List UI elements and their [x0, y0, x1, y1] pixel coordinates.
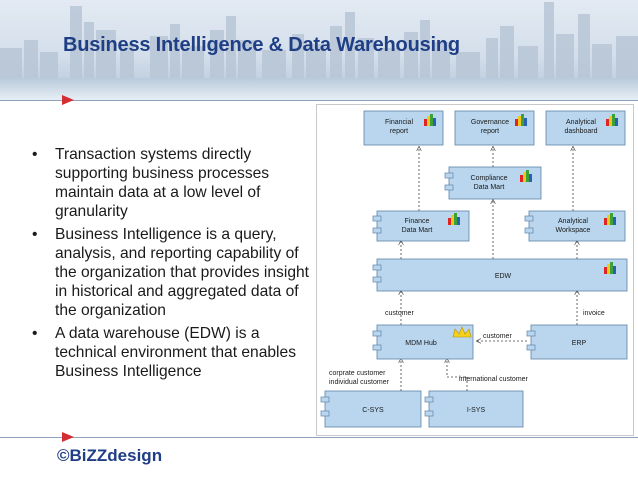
bar-chart-icon: [515, 114, 527, 126]
governance-report-node: Governance report: [454, 110, 535, 146]
bullet-item: • A data warehouse (EDW) is a technical …: [28, 324, 318, 381]
c-sys-node: C-SYS: [320, 390, 422, 428]
analytical-workspace-label-line1: Analytical: [558, 218, 588, 225]
edw-label: EDW: [495, 273, 512, 280]
bullet-text: A data warehouse (EDW) is a technical en…: [55, 325, 296, 380]
flow-label-corporate-customer: corprate customer: [329, 370, 386, 377]
mdm-hub-label: MDM Hub: [405, 340, 437, 347]
flow-connectors: [401, 147, 577, 391]
bullet-item: • Business Intelligence is a query, anal…: [28, 225, 318, 320]
compliance-label-line2: Data Mart: [474, 184, 505, 191]
bullet-marker: •: [32, 226, 38, 243]
header-banner: [0, 0, 638, 100]
i-sys-label: I-SYS: [467, 407, 486, 414]
slide-title: Business Intelligence & Data Warehousing: [63, 34, 460, 56]
bar-chart-icon: [604, 262, 616, 274]
flow-label-individual-customer: individual customer: [329, 379, 390, 386]
bullet-item: • Transaction systems directly supportin…: [28, 145, 318, 221]
city-skyline-image: [0, 2, 638, 82]
waterfront-strip: [0, 78, 638, 100]
erp-node: ERP: [526, 324, 628, 360]
governance-report-label-line2: report: [481, 128, 499, 135]
bar-chart-icon: [448, 213, 460, 225]
c-sys-label: C-SYS: [362, 407, 384, 414]
finance-label-line2: Data Mart: [402, 227, 433, 234]
flow-label-international-customer: international customer: [459, 376, 529, 383]
bullet-list: • Transaction systems directly supportin…: [28, 145, 318, 385]
bar-chart-icon: [604, 213, 616, 225]
i-sys-node: I-SYS: [424, 390, 524, 428]
header-separator-line: [0, 100, 638, 101]
flow-label-customer: customer: [385, 310, 414, 317]
bar-chart-icon: [606, 114, 618, 126]
analytical-dashboard-label-line1: Analytical: [566, 119, 596, 126]
financial-report-label-line1: Financial: [385, 119, 413, 126]
financial-report-label-line2: report: [390, 128, 408, 135]
bullet-marker: •: [32, 325, 38, 342]
compliance-label-line1: Compliance: [471, 175, 508, 182]
bullet-marker: •: [32, 146, 38, 163]
analytical-workspace-label-line2: Workspace: [556, 227, 591, 234]
flow-label-customer-mid: customer: [483, 333, 512, 340]
bizzdesign-logo: ©BiZZdesign: [57, 446, 163, 465]
bar-chart-icon: [424, 114, 436, 126]
edw-node: EDW: [372, 258, 628, 292]
financial-report-node: Financial report: [363, 110, 444, 146]
footer-arrow-marker: [62, 432, 74, 442]
compliance-data-mart-node: Compliance Data Mart: [444, 166, 542, 200]
erp-label: ERP: [572, 340, 587, 347]
finance-label-line1: Finance: [405, 218, 430, 225]
bar-chart-icon: [520, 170, 532, 182]
governance-report-label-line1: Governance: [471, 119, 509, 126]
header-arrow-marker: [62, 95, 74, 105]
footer-separator-line: [0, 437, 638, 438]
bullet-text: Transaction systems directly supporting …: [55, 146, 270, 220]
analytical-dashboard-node: Analytical dashboard: [545, 110, 626, 146]
architecture-diagram: Financial report Governance report Analy…: [316, 104, 634, 436]
crown-icon: [452, 326, 472, 338]
flow-label-invoice: invoice: [583, 310, 605, 317]
mdm-hub-node: MDM Hub: [372, 324, 474, 360]
analytical-dashboard-label-line2: dashboard: [564, 128, 597, 135]
analytical-workspace-node: Analytical Workspace: [524, 210, 626, 242]
finance-data-mart-node: Finance Data Mart: [372, 210, 470, 242]
bullet-text: Business Intelligence is a query, analys…: [55, 226, 309, 319]
